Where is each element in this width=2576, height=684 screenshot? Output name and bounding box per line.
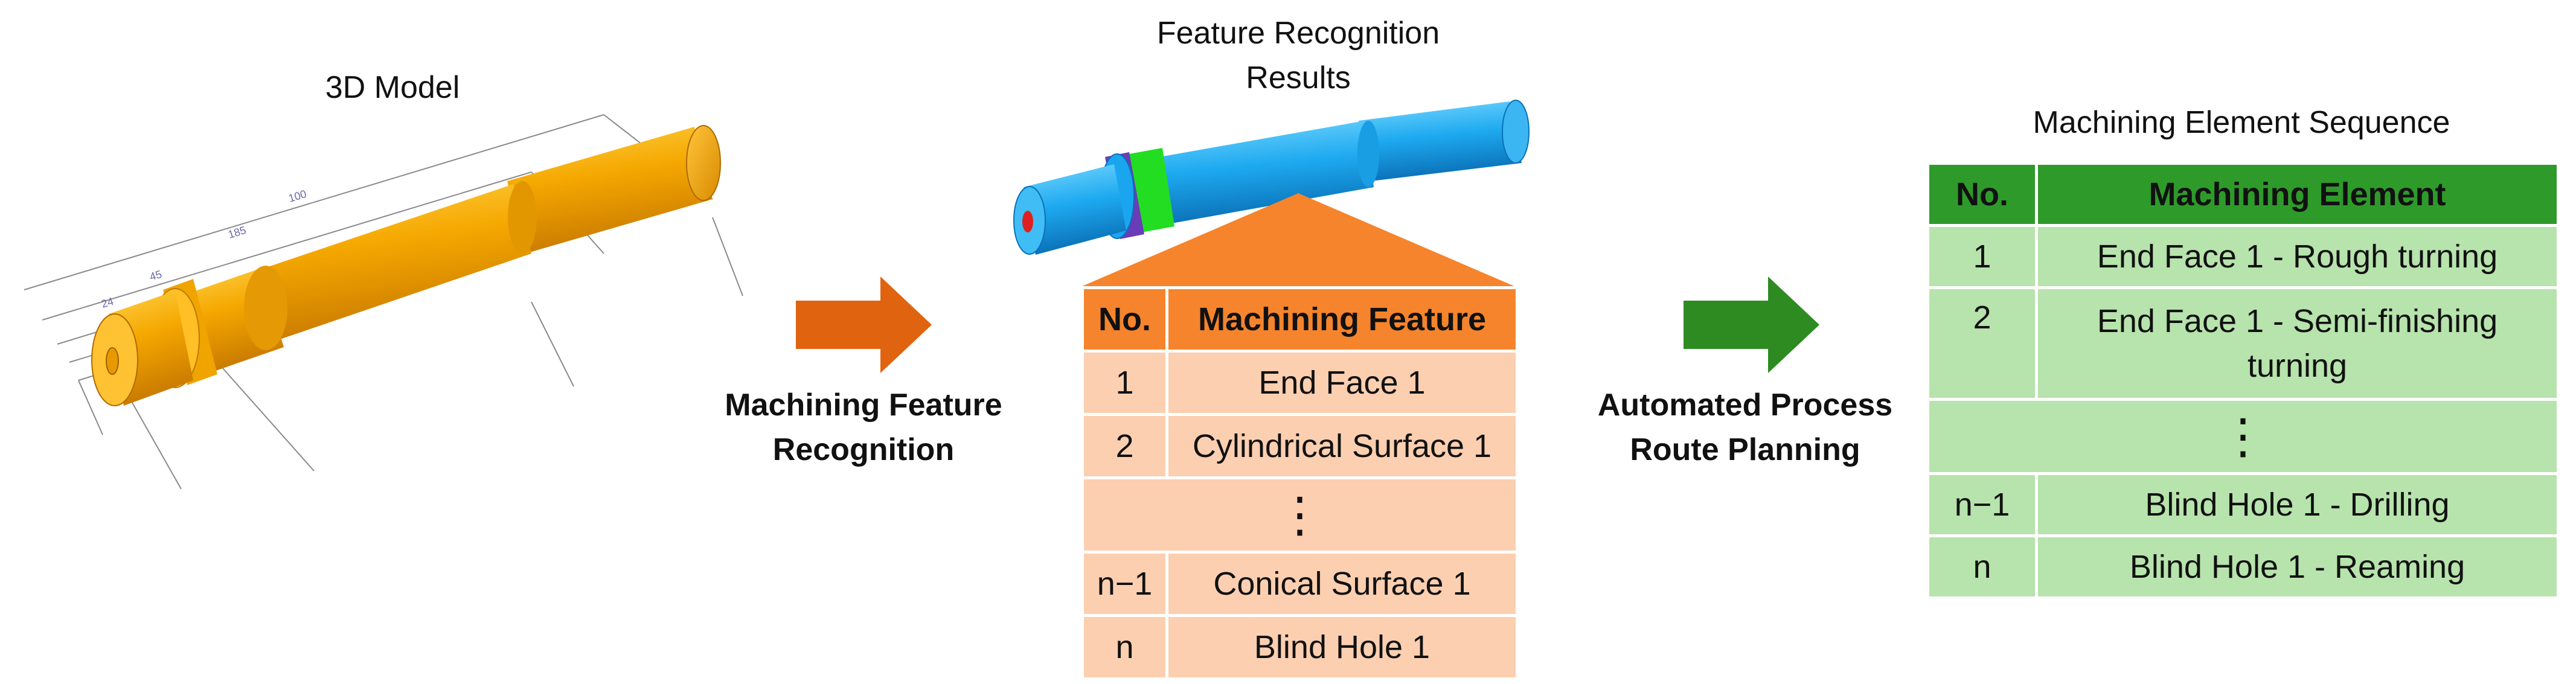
- recognition-step-label: Machining Feature Recognition: [694, 383, 1033, 472]
- feature-name: Conical Surface 1: [1165, 551, 1519, 617]
- feature-table-header: No. Machining Feature: [1081, 286, 1519, 353]
- element-no: n: [1926, 534, 2038, 599]
- table-row: 1 End Face 1 - Rough turning: [1926, 224, 2560, 289]
- element-table-header: No. Machining Element: [1926, 162, 2560, 227]
- table-row: n−1 Conical Surface 1: [1081, 551, 1519, 617]
- feature-callout-triangle: [1081, 193, 1516, 287]
- table-row: 2 Cylindrical Surface 1: [1081, 413, 1519, 479]
- feature-no: n−1: [1081, 551, 1168, 617]
- planning-step-line1: Automated Process: [1597, 388, 1893, 423]
- feature-table: No. Machining Feature 1 End Face 1 2 Cyl…: [1081, 286, 1519, 680]
- feature-no: 1: [1081, 350, 1168, 416]
- recognition-title-line2: Results: [1246, 60, 1351, 95]
- element-name: Blind Hole 1 - Drilling: [2035, 472, 2560, 537]
- feature-header-name: Machining Feature: [1165, 286, 1519, 353]
- feature-ellipsis: ⋮: [1081, 476, 1519, 554]
- feature-no: 2: [1081, 413, 1168, 479]
- table-row: 1 End Face 1: [1081, 350, 1519, 416]
- feature-no: n: [1081, 614, 1168, 680]
- element-ellipsis: ⋮: [1926, 398, 2560, 475]
- table-row-ellipsis: ⋮: [1081, 476, 1519, 554]
- recognition-step-line2: Recognition: [772, 432, 955, 467]
- element-name-line1: End Face 1 - Semi-finishing: [2097, 303, 2498, 339]
- model-drawing: 100 185 45 24: [24, 114, 743, 490]
- recognition-title: Feature Recognition Results: [1051, 11, 1546, 100]
- table-row: n Blind Hole 1 - Reaming: [1926, 534, 2560, 599]
- feature-header-no: No.: [1081, 286, 1168, 353]
- planning-step-line2: Route Planning: [1630, 432, 1860, 467]
- recognition-step-line1: Machining Feature: [725, 388, 1002, 423]
- recognized-part-drawing: [1013, 100, 1530, 255]
- table-row: n Blind Hole 1: [1081, 614, 1519, 680]
- planning-step-label: Automated Process Route Planning: [1576, 383, 1914, 472]
- svg-text:24: 24: [100, 295, 115, 310]
- element-no: 2: [1926, 286, 2038, 401]
- element-name-line2: turning: [2247, 348, 2348, 384]
- element-no: n−1: [1926, 472, 2038, 537]
- table-row: n−1 Blind Hole 1 - Drilling: [1926, 472, 2560, 537]
- svg-text:100: 100: [287, 188, 308, 205]
- element-no: 1: [1926, 224, 2038, 289]
- element-table: No. Machining Element 1 End Face 1 - Rou…: [1926, 162, 2560, 599]
- feature-name: End Face 1: [1165, 350, 1519, 416]
- feature-name: Blind Hole 1: [1165, 614, 1519, 680]
- model-title: 3D Model: [325, 70, 460, 105]
- recognition-arrow: [796, 276, 932, 373]
- element-name: End Face 1 - Semi-finishing turning: [2035, 286, 2560, 401]
- recognized-part: [1013, 100, 1530, 255]
- sequence-title: Machining Element Sequence: [2033, 105, 2450, 140]
- element-header-name: Machining Element: [2035, 162, 2560, 227]
- shaft-model: [91, 125, 721, 406]
- svg-text:45: 45: [148, 268, 163, 283]
- element-name: End Face 1 - Rough turning: [2035, 224, 2560, 289]
- table-row: 2 End Face 1 - Semi-finishing turning: [1926, 286, 2560, 401]
- svg-text:185: 185: [226, 224, 248, 241]
- element-header-no: No.: [1926, 162, 2038, 227]
- planning-arrow: [1684, 276, 1819, 373]
- table-row-ellipsis: ⋮: [1926, 398, 2560, 475]
- recognition-title-line1: Feature Recognition: [1156, 16, 1440, 51]
- element-name: Blind Hole 1 - Reaming: [2035, 534, 2560, 599]
- feature-name: Cylindrical Surface 1: [1165, 413, 1519, 479]
